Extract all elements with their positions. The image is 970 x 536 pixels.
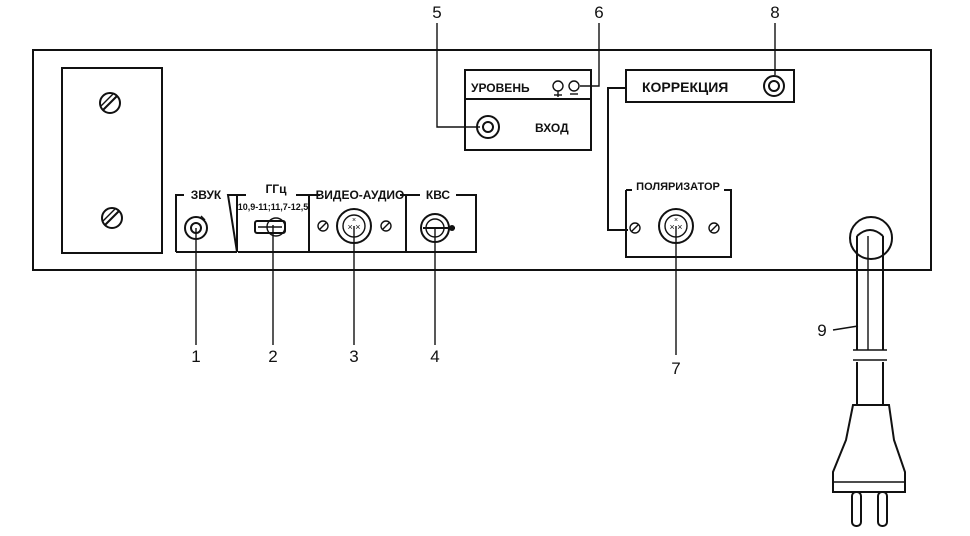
chassis-panel: [32, 49, 932, 271]
svg-text:×: ×: [352, 217, 356, 224]
correction-box: КОРРЕКЦИЯ: [625, 69, 795, 103]
power-plug-icon: [832, 404, 906, 527]
zvuk-label: ЗВУК: [191, 188, 222, 202]
callout-7: 7: [671, 359, 680, 378]
uroven-label: УРОВЕНЬ: [471, 81, 530, 95]
screw-top-icon: [99, 92, 121, 114]
ghz-range-label: 10,9-11;11,7-12,5: [238, 202, 309, 212]
callout-4: 4: [430, 347, 439, 366]
callout-3: 3: [349, 347, 358, 366]
vhod-label: ВХОД: [535, 121, 569, 135]
input-jack-icon: [476, 115, 500, 139]
band-switch-icon: [254, 217, 286, 237]
ghz-label: ГГц: [266, 182, 288, 196]
kvs-label: КВС: [426, 188, 451, 202]
power-cord: [849, 216, 893, 405]
video-audio-label: ВИДЕО-АУДИО: [316, 188, 405, 202]
level-adjust-icon: [552, 80, 580, 97]
callout-9: 9: [817, 321, 826, 340]
polyarizator-label: ПОЛЯРИЗАТОР: [636, 181, 720, 193]
screw-bottom-icon: [101, 207, 123, 229]
connector-strip: ЗВУК ГГц 10,9-11;11,7-12,5 ВИДЕО-АУДИО ×…: [175, 182, 477, 253]
correction-knob-icon: [763, 75, 785, 97]
level-input-box: УРОВЕНЬ ВХОД: [464, 69, 592, 151]
korrekciya-label: КОРРЕКЦИЯ: [642, 79, 728, 95]
polarizer-connector-icon: × × ×: [629, 208, 720, 244]
callout-6: 6: [594, 3, 603, 22]
polarizer-block: ПОЛЯРИЗАТОР × × ×: [625, 181, 732, 258]
svg-text:×: ×: [674, 217, 678, 224]
kvs-connector-icon: [420, 213, 455, 243]
mounting-plate: [61, 67, 163, 254]
callout-2: 2: [268, 347, 277, 366]
callout-5: 5: [432, 3, 441, 22]
leader-lines: [195, 23, 859, 355]
callout-8: 8: [770, 3, 779, 22]
callout-1: 1: [191, 347, 200, 366]
correction-wire: [607, 87, 628, 231]
